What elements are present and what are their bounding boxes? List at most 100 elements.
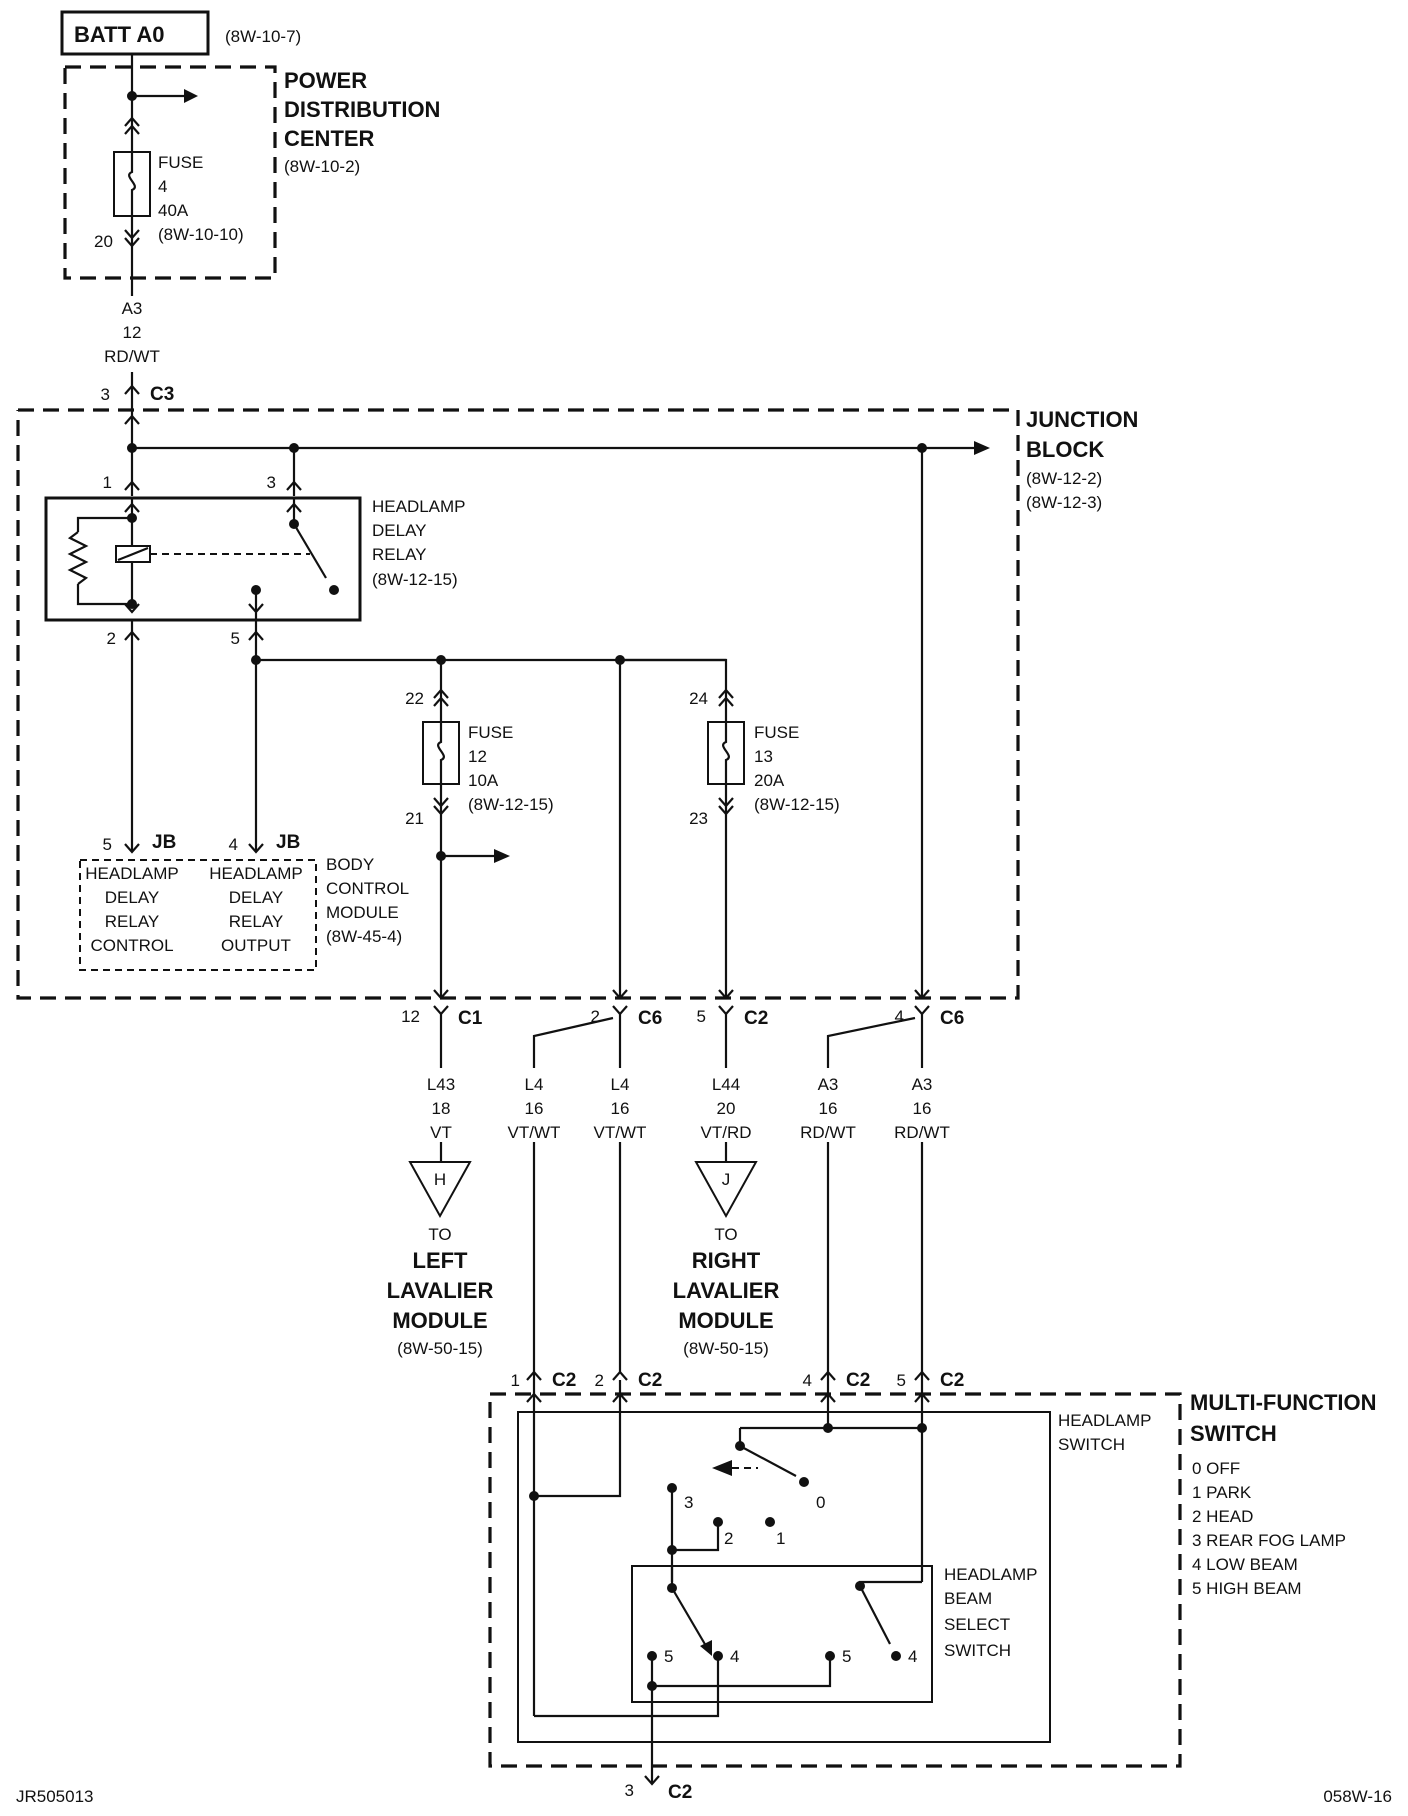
w2-gauge: 16 [611,1099,630,1118]
w2-color: VT/WT [594,1123,647,1142]
bcm-name-2: CONTROL [326,879,409,898]
w0-gauge: 18 [432,1099,451,1118]
junction-block: JUNCTION BLOCK (8W-12-2) (8W-12-3) [16,407,1138,1000]
w4-color: RD/WT [800,1123,856,1142]
bss-a5: 5 [664,1647,673,1666]
left-lav-letter: H [434,1170,446,1189]
hs-label-1: HEADLAMP [1058,1411,1152,1430]
mfs-c2-1: C2 [552,1370,576,1391]
fuse-12: 22 21 FUSE 12 10A (8W-12-15) [405,660,554,1000]
hs-pos-0: 0 [816,1493,825,1512]
pdc-wiring: FUSE 4 40A (8W-10-10) 20 [94,54,244,278]
right-lav-3: MODULE [678,1308,773,1333]
w3-gauge: 20 [717,1099,736,1118]
w1-color: VT/WT [508,1123,561,1142]
w4-circuit: A3 [818,1075,839,1094]
bcm-out-2: DELAY [229,888,284,907]
c3-label: C3 [150,384,174,405]
fuse13-label-2: 13 [754,747,773,766]
bss-label-2: BEAM [944,1589,992,1608]
relay-output-wiring [123,632,726,1000]
right-lav-2: LAVALIER [673,1278,780,1303]
jb-title-2: BLOCK [1026,437,1104,462]
relay-label-3: RELAY [372,545,427,564]
bcm-conn-a: JB [152,832,176,853]
fuse-12-icon [437,722,445,784]
bss-b4: 4 [908,1647,917,1666]
bss-label-1: HEADLAMP [944,1565,1038,1584]
relay-label-1: HEADLAMP [372,497,466,516]
relay-pin-2: 2 [107,629,116,648]
w0-circuit: L43 [427,1075,455,1094]
fuse-13: 24 23 FUSE 13 20A (8W-12-15) [620,658,840,1000]
arrow-left-icon [712,1460,732,1476]
bcm-ctrl-3: RELAY [105,912,160,931]
mfs-bottom-connector: 3 C2 [625,1774,692,1803]
mfs-pos-3: 3 REAR FOG LAMP [1192,1531,1346,1550]
w5-color: RD/WT [894,1123,950,1142]
beam-select-switch: HEADLAMP BEAM SELECT SWITCH 5 4 4 5 [534,1565,1038,1784]
w2-circuit: L4 [611,1075,630,1094]
relay-ref: (8W-12-15) [372,570,458,589]
arrow-right-icon [494,849,510,863]
footer-left-id: JR505013 [16,1787,94,1806]
jb-connectors: 12 C1 2 C6 5 C2 4 C6 [401,1004,964,1029]
fuse-4-icon [128,152,136,216]
jb-title-1: JUNCTION [1026,407,1138,432]
mfs-pos-2: 2 HEAD [1192,1507,1253,1526]
wire-a3-gauge: 12 [123,323,142,342]
pdc-title-1: POWER [284,68,367,93]
power-distribution-center: POWER DISTRIBUTION CENTER (8W-10-2) [63,65,440,280]
bcm-ctrl-2: DELAY [105,888,160,907]
mfs-pin-4: 4 [803,1371,812,1390]
fuse12-pin-out: 21 [405,809,424,828]
pdc-title-2: DISTRIBUTION [284,97,440,122]
right-lav-ref: (8W-50-15) [683,1339,769,1358]
w5-circuit: A3 [912,1075,933,1094]
mfs-pos-0: 0 OFF [1192,1459,1240,1478]
mfs-c2-2: C2 [638,1370,662,1391]
pdc-ref: (8W-10-2) [284,157,360,176]
bss-label-3: SELECT [944,1615,1010,1634]
off-page-connector-j-icon [694,1161,758,1219]
batt-a0-label: BATT A0 [74,22,164,47]
bss-a4: 4 [730,1647,739,1666]
mfs-pos-5: 5 HIGH BEAM [1192,1579,1302,1598]
w1-gauge: 16 [525,1099,544,1118]
fuse12-label-2: 12 [468,747,487,766]
body-control-module: 5 JB 4 JB HEADLAMP DELAY RELAY CONTROL H… [79,832,409,971]
mfs-c2-4: C2 [846,1370,870,1391]
relay-label-2: DELAY [372,521,427,540]
fuse4-label-4: (8W-10-10) [158,225,244,244]
fuse13-label-1: FUSE [754,723,799,742]
hs-pos-2: 2 [724,1529,733,1548]
left-lavalier-module: H TO LEFT LAVALIER MODULE (8W-50-15) [387,1161,493,1358]
c1-pin: 12 [401,1007,420,1026]
bcm-out-4: OUTPUT [221,936,291,955]
fuse13-label-3: 20A [754,771,785,790]
c6b-label: C6 [940,1008,964,1029]
c1-label: C1 [458,1008,483,1029]
mfs-pos-1: 1 PARK [1192,1483,1252,1502]
footer-right-id: 058W-16 [1323,1787,1392,1806]
w0-color: VT [430,1123,452,1142]
right-lav-to: TO [714,1225,737,1244]
mfs-connectors: 1 C2 2 C2 4 C2 5 C2 [511,1370,965,1391]
fuse13-pin-in: 24 [689,689,708,708]
fuse12-label-1: FUSE [468,723,513,742]
bcm-out-1: HEADLAMP [209,864,303,883]
left-lav-3: MODULE [392,1308,487,1333]
left-lav-1: LEFT [413,1248,469,1273]
headlamp-switch: HEADLAMP SWITCH 0 3 2 1 [517,1372,1152,1743]
mfs-pos-4: 4 LOW BEAM [1192,1555,1298,1574]
c6a-label: C6 [638,1008,662,1029]
jb-bus [123,386,990,1000]
headlamp-delay-relay: 1 3 2 5 HEADLAMP DELAY RELAY (8W-12-15) [44,473,466,648]
c2-label: C2 [744,1008,768,1029]
mfs-pin-5: 5 [897,1371,906,1390]
fuse12-label-4: (8W-12-15) [468,795,554,814]
pdc-pin-20: 20 [94,232,113,251]
fuse12-pin-in: 22 [405,689,424,708]
pdc-title-3: CENTER [284,126,375,151]
